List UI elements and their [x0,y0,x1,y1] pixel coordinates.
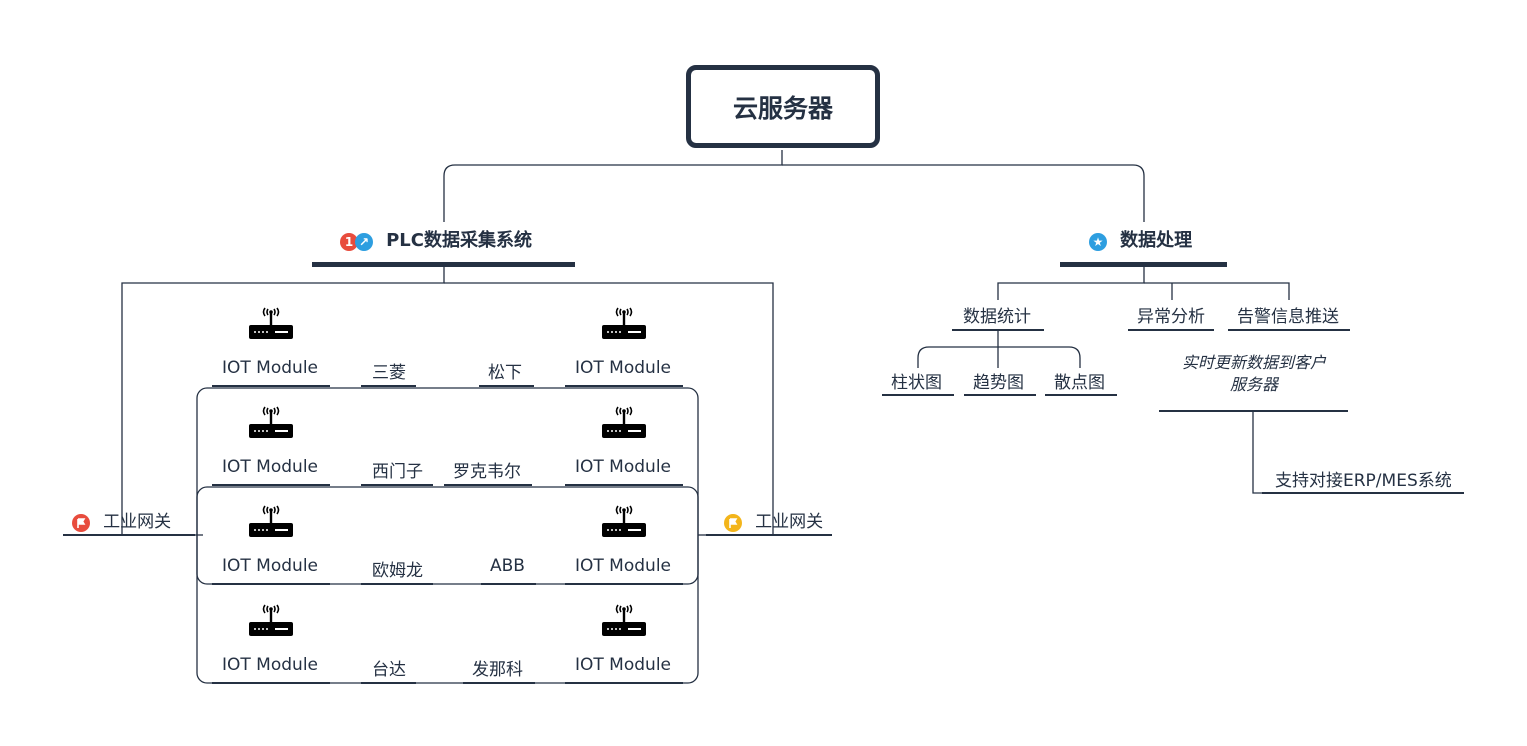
router-icon [248,604,294,642]
left-topic-label: PLC数据采集系统 [386,230,532,251]
brand-right-underline [444,484,532,486]
brand-left-2[interactable]: 欧姆龙 [372,561,423,581]
brand-left-underline [361,484,433,486]
erp-node[interactable]: 支持对接ERP/MES系统 [1275,471,1452,491]
stats-underline [952,329,1044,331]
router-icon [248,406,294,444]
scatter-chart-node[interactable]: 散点图 [1054,373,1105,393]
flag-icon [724,513,742,532]
brand-right-2[interactable]: ABB [490,556,525,576]
realtime-underline [1159,410,1348,412]
router-icon [248,307,294,345]
iot-module-right-3[interactable]: IOT Module [575,655,671,675]
trend-chart-node[interactable]: 趋势图 [973,373,1024,393]
iot-module-left-underline [212,385,330,387]
brand-right-underline [481,583,536,585]
trend-up-icon: ↗ [355,232,373,251]
alarm-node[interactable]: 告警信息推送 [1237,307,1339,327]
trend-chart-underline [964,394,1036,396]
right-topic-label: 数据处理 [1120,230,1193,251]
router-icon [601,307,647,345]
root-label: 云服务器 [732,93,833,123]
iot-module-left-0[interactable]: IOT Module [222,358,318,378]
gateway-left-label: 工业网关 [103,512,172,532]
brand-left-3[interactable]: 台达 [372,660,406,680]
iot-module-right-2[interactable]: IOT Module [575,556,671,576]
iot-module-left-3[interactable]: IOT Module [222,655,318,675]
gateway-left[interactable]: 工业网关 [72,507,171,532]
scatter-chart-underline [1045,394,1117,396]
iot-module-left-underline [212,682,330,684]
erp-underline [1262,492,1464,494]
bar-chart-node[interactable]: 柱状图 [891,373,942,393]
iot-module-left-underline [212,583,330,585]
brand-right-underline [479,385,534,387]
brand-right-underline [463,682,535,684]
anomaly-underline [1128,329,1214,331]
iot-module-right-underline [565,484,683,486]
root-node[interactable]: 云服务器 [686,65,880,148]
bar-chart-underline [882,394,954,396]
iot-module-right-underline [565,583,683,585]
realtime-node[interactable]: 实时更新数据到客户服务器 [1181,353,1326,394]
alarm-underline [1228,329,1350,331]
stats-node[interactable]: 数据统计 [963,307,1031,327]
brand-right-0[interactable]: 松下 [488,363,522,383]
router-icon [601,604,647,642]
iot-module-right-1[interactable]: IOT Module [575,457,671,477]
left-topic[interactable]: 1↗ PLC数据采集系统 [340,226,532,252]
router-icon [601,505,647,543]
iot-module-right-0[interactable]: IOT Module [575,358,671,378]
brand-right-3[interactable]: 发那科 [472,660,523,680]
gateway-left-underline [63,534,195,536]
anomaly-node[interactable]: 异常分析 [1137,307,1205,327]
iot-module-right-underline [565,385,683,387]
iot-module-left-underline [212,484,330,486]
gateway-right-underline [706,534,832,536]
brand-left-0[interactable]: 三菱 [372,363,406,383]
router-icon [248,505,294,543]
iot-module-left-2[interactable]: IOT Module [222,556,318,576]
iot-module-left-1[interactable]: IOT Module [222,457,318,477]
router-icon [601,406,647,444]
flag-icon [72,513,90,532]
gateway-right-label: 工业网关 [755,512,824,532]
star-icon: ★ [1089,232,1107,251]
brand-right-1[interactable]: 罗克韦尔 [453,462,521,482]
right-topic[interactable]: ★ 数据处理 [1089,226,1192,252]
brand-left-underline [361,682,416,684]
number-one-icon: 1 [340,232,358,251]
left-topic-underline [312,262,575,267]
brand-left-underline [361,583,433,585]
right-topic-underline [1060,262,1227,267]
iot-module-right-underline [565,682,683,684]
brand-left-underline [361,385,416,387]
gateway-right[interactable]: 工业网关 [724,507,823,532]
brand-left-1[interactable]: 西门子 [372,462,423,482]
